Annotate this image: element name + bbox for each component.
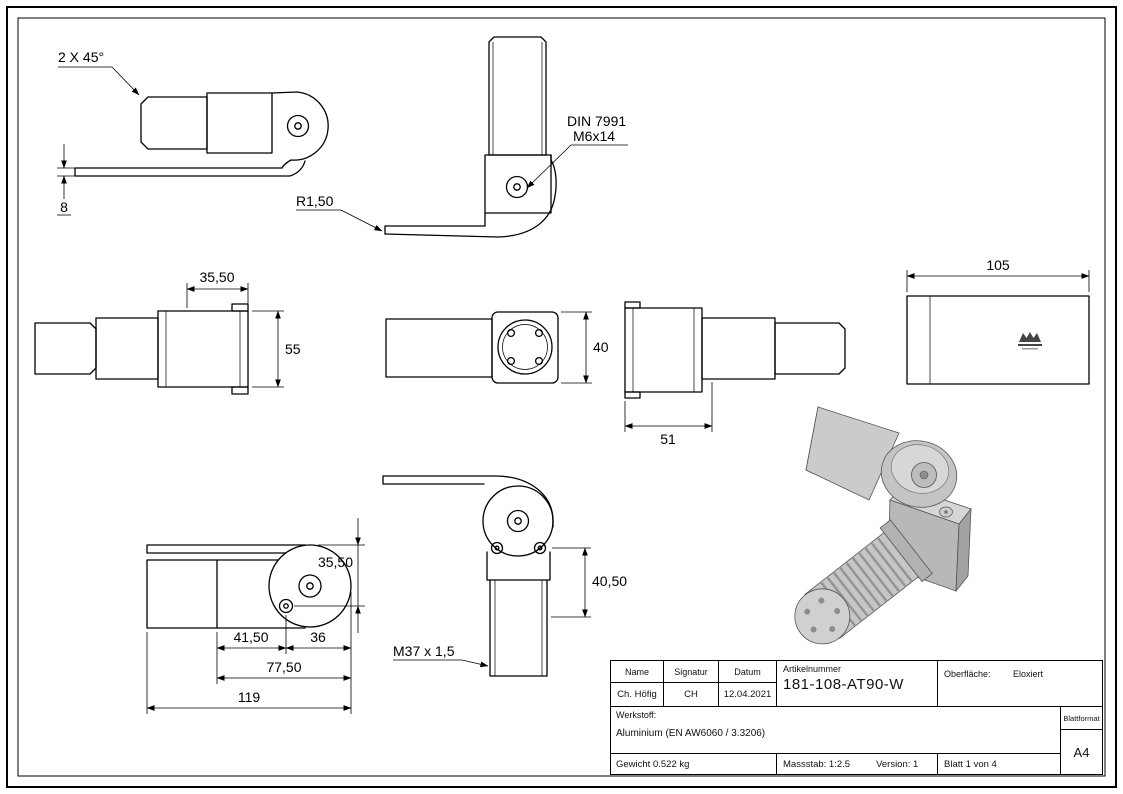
chamfer-note: 2 X 45° bbox=[58, 49, 104, 65]
chamfer-leader bbox=[58, 66, 140, 96]
tb-surface-label: Oberfläche: bbox=[944, 669, 991, 679]
tb-weight-cell: Gewicht 0.522 kg bbox=[611, 753, 777, 774]
tb-material-cell: Werkstoff: Aluminium (EN AW6060 / 3.3206… bbox=[611, 707, 1061, 753]
view-side-top-left: 2 X 45° 8 bbox=[57, 49, 329, 216]
sheet-border-outer bbox=[6, 6, 1117, 788]
tb-material-label: Werkstoff: bbox=[616, 710, 657, 720]
tb-sheet-cell: Blatt 1 von 4 bbox=[938, 753, 1061, 774]
part-outline bbox=[140, 96, 208, 150]
dim-119: 119 bbox=[238, 689, 261, 705]
hinge-lobe bbox=[482, 485, 554, 557]
hinge-pin-hole bbox=[298, 574, 322, 598]
tb-header-name: Name bbox=[611, 661, 664, 683]
radius-leader bbox=[296, 209, 383, 232]
flat-plate bbox=[805, 406, 900, 501]
tb-scale-cell: Massstab: 1:2.5 Version: 1 bbox=[777, 753, 938, 774]
view-side-middle-left: 35,50 55 bbox=[34, 269, 301, 395]
dim-55: 55 bbox=[285, 341, 301, 357]
din-note-line1: DIN 7991 bbox=[567, 113, 626, 129]
tb-scale: Massstab: 1:2.5 bbox=[783, 758, 851, 770]
tb-version: Version: 1 bbox=[876, 758, 919, 770]
view-vertical-top-middle: DIN 7991 M6x14 R1,50 bbox=[296, 36, 628, 238]
tb-article-number-label: Artikelnummer bbox=[783, 664, 842, 674]
thread-leader bbox=[393, 659, 489, 668]
tb-header-signature: Signatur bbox=[664, 661, 719, 683]
tb-surface-cell: Oberfläche: Eloxiert bbox=[938, 661, 1102, 707]
dim-41-50: 41,50 bbox=[233, 629, 268, 645]
dim-51: 51 bbox=[660, 431, 676, 447]
thread-note: M37 x 1,5 bbox=[393, 643, 455, 659]
din-leader bbox=[526, 144, 628, 189]
dim-40-50: 40,50 bbox=[592, 573, 627, 589]
threaded-stud bbox=[489, 579, 548, 677]
dim-thickness-8: 8 bbox=[60, 199, 68, 215]
sheet-border-inner bbox=[17, 17, 1106, 777]
view-vertical-bottom-center: 40,50 M37 x 1,5 bbox=[382, 475, 627, 677]
view-side-bottom-left: 35,50 41,50 36 77,50 119 bbox=[146, 518, 365, 714]
radius-note: R1,50 bbox=[296, 193, 334, 209]
tb-value-signature: CH bbox=[664, 683, 719, 707]
tb-header-date: Datum bbox=[719, 661, 777, 683]
tb-value-date: 12.04.2021 bbox=[719, 683, 777, 707]
countersunk-screw bbox=[505, 175, 529, 199]
tb-article-number-cell: Artikelnummer 181-108-AT90-W bbox=[777, 661, 938, 707]
tb-sheet-format-label: Blattformat bbox=[1061, 707, 1102, 730]
set-screw bbox=[278, 598, 294, 614]
dim-36: 36 bbox=[310, 629, 326, 645]
dim-35-50: 35,50 bbox=[199, 269, 234, 285]
din-note-line2: M6x14 bbox=[573, 128, 615, 144]
brand-mark bbox=[1018, 332, 1042, 350]
tb-sheet-format-value: A4 bbox=[1073, 744, 1090, 760]
cylinder-face bbox=[497, 319, 553, 375]
hinge-pin-hole bbox=[506, 509, 530, 533]
tb-article-number-value: 181-108-AT90-W bbox=[783, 676, 904, 693]
hinge-pin-hole bbox=[286, 114, 310, 138]
dim-40: 40 bbox=[593, 339, 609, 355]
dim-105: 105 bbox=[986, 257, 1010, 273]
hinge-lobe bbox=[268, 544, 352, 628]
view-top-far-right: 105 bbox=[906, 257, 1090, 385]
cylinder-end-cap bbox=[794, 588, 851, 645]
title-block: Name Signatur Datum Artikelnummer 181-10… bbox=[610, 660, 1103, 775]
view-side-middle-right: 51 bbox=[624, 301, 846, 447]
view-front-middle-center: 40 bbox=[385, 311, 609, 384]
tb-value-name: Ch. Höfig bbox=[611, 683, 664, 707]
tb-material-value: Aluminium (EN AW6060 / 3.3206) bbox=[616, 728, 766, 739]
tb-surface-value: Eloxiert bbox=[1012, 669, 1043, 679]
dim-35-50-v: 35,50 bbox=[318, 554, 353, 570]
dim-77-50: 77,50 bbox=[266, 659, 301, 675]
threaded-cylinder bbox=[794, 519, 933, 645]
view-iso-3d bbox=[794, 406, 972, 645]
